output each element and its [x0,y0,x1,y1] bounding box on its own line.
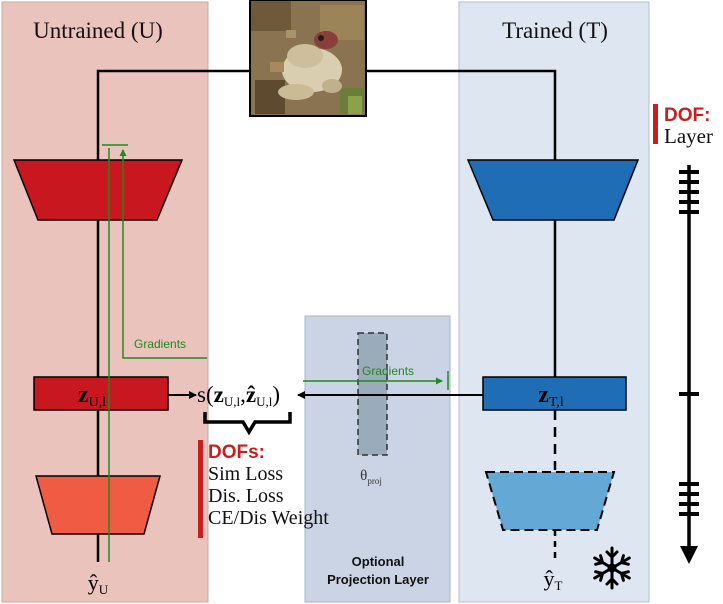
trained-output-label: ŷT [544,566,563,593]
dof-layer-red-bar [653,104,658,144]
projection-label-line1: Optional [352,554,405,569]
untrained-encoder [12,159,184,221]
similarity-brace [203,412,292,436]
untrained-latent-box [33,376,169,411]
trained-latent-box [482,376,627,411]
dofs-item: CE/Dis Weight [208,507,329,529]
dofs-red-bar [198,440,203,538]
dofs-item: Sim Loss [208,463,283,485]
projection-label-line2: Projection Layer [327,572,429,587]
untrained-title: Untrained (U) [33,18,163,43]
layer-axis [679,165,699,564]
trained-title: Trained (T) [502,18,608,43]
dofs-title: DOFs: [208,442,265,463]
input-image [249,0,367,117]
gradient-path-left [102,144,207,562]
dof-layer-title: DOF: [664,105,710,126]
image-to-untrained-line [96,69,250,160]
gradients-label-left: Gradients [134,337,186,351]
untrained-output-label: ŷU [88,570,109,597]
untrained-latent-label: zU,l [78,382,106,410]
dofs-item: Dis. Loss [208,485,284,507]
snowflake-icon [593,546,631,590]
gradients-label-right: Gradients [362,364,414,378]
similarity-function: s(zU,l,ẑU,l) [197,382,280,409]
trained-encoder [466,159,640,221]
trained-head [484,471,616,531]
image-to-trained-line [366,69,557,160]
untrained-head [35,475,161,535]
dof-layer-label: Layer [664,124,713,148]
projection-theta: θproj [360,468,382,486]
gradient-path-right [303,371,449,390]
trained-latent-label: zT,l [538,382,564,410]
